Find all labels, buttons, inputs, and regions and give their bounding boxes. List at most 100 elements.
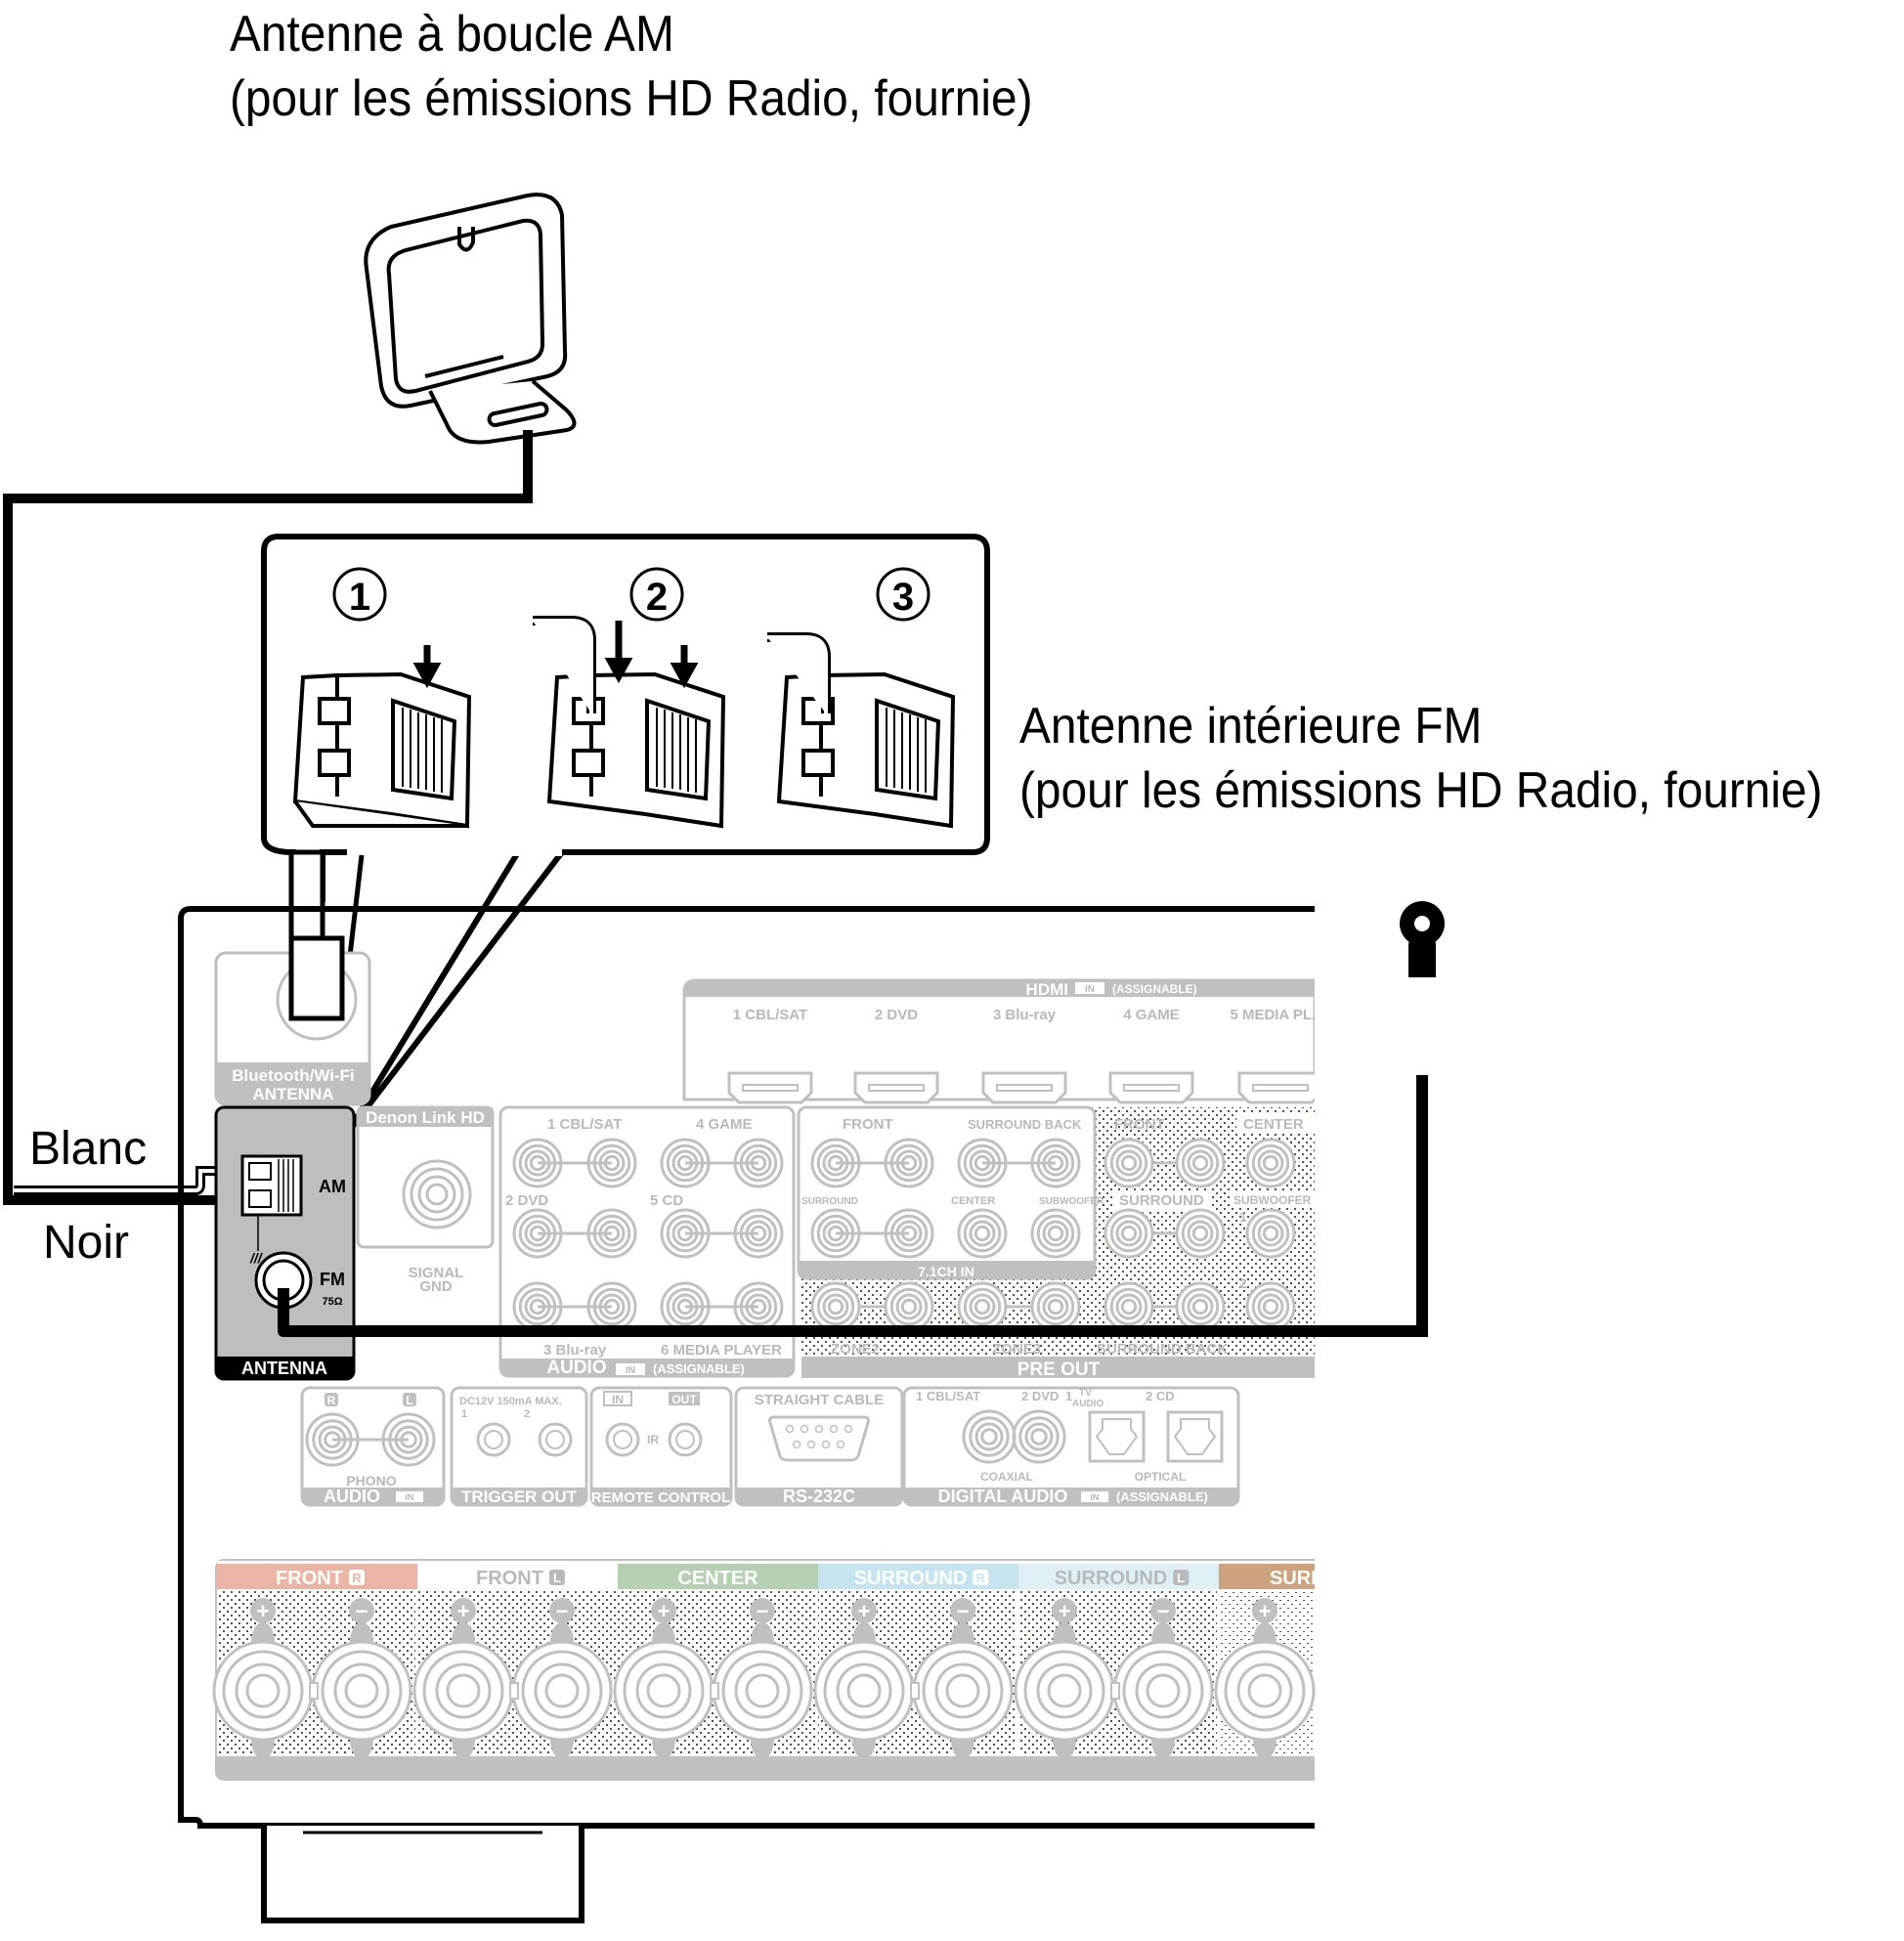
pre-out-label-zone2: ZONE2 [831,1341,880,1358]
speaker-positive-terminal[interactable]: + [1014,1598,1115,1759]
hdmi-port[interactable] [727,1071,813,1104]
phono-label: PHONO [346,1473,396,1488]
bt-wifi-label-1: Bluetooth/Wi-Fi [232,1066,354,1085]
speaker-positive-terminal[interactable]: + [1214,1598,1316,1759]
digital-opt-label-tv: TV [1079,1388,1092,1399]
hdmi-port[interactable] [981,1071,1067,1104]
fm-impedance-label: 75Ω [322,1296,342,1308]
ch71-surround-back-r[interactable] [957,1138,1008,1188]
coaxial-jack-1[interactable] [962,1409,1017,1464]
ch71-front-r[interactable] [810,1138,861,1188]
optical-port-2[interactable] [1166,1410,1224,1463]
preout-front-r[interactable] [1103,1138,1154,1188]
phono-l-label: L [406,1394,412,1407]
speaker-negative-terminal[interactable]: − [1112,1598,1214,1759]
step-1-number: 1 [349,576,370,619]
antenna-panel-title: ANTENNA [241,1359,327,1378]
hdmi-port[interactable] [1108,1071,1194,1104]
preout-subwoofer-2[interactable] [1245,1281,1296,1332]
speaker-negative-terminal[interactable]: − [912,1598,1014,1759]
ch71-surround-r[interactable] [810,1208,861,1259]
preout-subwoofer-1[interactable] [1245,1208,1296,1259]
coaxial-jack-2[interactable] [1012,1409,1066,1464]
trigger-out-2-label: 2 [524,1408,530,1420]
am-white-wire [14,1166,249,1195]
remote-ir-label: IR [647,1433,659,1446]
preout-surround-l[interactable] [1175,1208,1226,1259]
hdmi-title: HDMI [1026,980,1068,999]
am-antenna-cable [3,430,533,1205]
svg-text:−: − [356,1599,368,1623]
pre-out-label-center: CENTER [1243,1116,1304,1133]
7-1ch-label-subwoofer: SUBWOOFER [1039,1196,1104,1207]
rs232c-port[interactable] [768,1415,870,1462]
ch71-center[interactable] [957,1208,1008,1259]
fm-antenna-caption: Antenne intérieure FM (pour les émission… [1019,694,1823,823]
am-antenna-subtitle: (pour les émissions HD Radio, fournie) [230,70,1033,127]
terminal-step-3-icon [767,632,956,829]
ch71-surround-back-l[interactable] [1030,1138,1081,1188]
ch71-subwoofer[interactable] [1030,1208,1081,1259]
speaker-negative-terminal[interactable]: − [511,1598,613,1759]
7-1ch-in-section: 7.1CH IN FRONT SURROUND BACK SURROUND CE… [797,1105,1104,1280]
audio-in-jack-row1b-l[interactable] [733,1138,784,1188]
preout-zone2-r[interactable] [810,1281,861,1332]
digital-opt-label-audio: AUDIO [1072,1399,1103,1409]
audio-in-jack-row2a-r[interactable] [512,1208,563,1259]
hdmi-port[interactable] [1237,1071,1323,1104]
preout-zone2-l[interactable] [884,1281,934,1332]
terminal-step-1-icon [292,645,472,829]
hdmi-input-label: 4 GAME [1123,1007,1180,1023]
preout-front-l[interactable] [1175,1138,1226,1188]
audio-in-jack-row1a-r[interactable] [512,1138,563,1188]
remote-in-label: IN [612,1393,624,1406]
receiver-foot [261,1826,584,1923]
trigger-out-1-jack[interactable] [476,1422,511,1457]
phono-jack-r[interactable] [305,1412,360,1467]
speaker-terminal-pair: SURROUN+ [1214,1564,1368,1759]
speaker-positive-terminal[interactable]: + [212,1598,314,1759]
hdmi-in-badge: IN [1085,984,1095,995]
ch71-surround-l[interactable] [884,1208,934,1259]
svg-text:−: − [1157,1599,1170,1623]
remote-in-jack[interactable] [605,1422,640,1457]
trigger-out-spec: DC12V 150mA MAX. [459,1396,562,1407]
phono-jack-l[interactable] [381,1412,436,1467]
preout-center[interactable] [1245,1138,1296,1188]
audio-in-jack-row1b-r[interactable] [660,1138,711,1188]
audio-in-jack-row2a-l[interactable] [586,1208,637,1259]
signal-gnd-label-2: GND [419,1278,453,1295]
digital-optical-label: OPTICAL [1135,1470,1187,1484]
remote-out-jack[interactable] [668,1422,703,1457]
speaker-positive-terminal[interactable]: + [813,1598,915,1759]
audio-in-jack-row1a-l[interactable] [586,1138,637,1188]
audio-in-note: (ASSIGNABLE) [653,1361,745,1376]
hdmi-port[interactable] [853,1071,939,1104]
speaker-positive-terminal[interactable]: + [613,1598,714,1759]
svg-text:−: − [556,1599,569,1623]
preout-surround-r[interactable] [1103,1208,1154,1259]
speaker-positive-terminal[interactable]: + [412,1598,514,1759]
fm-antenna-title: Antenne intérieure FM [1019,698,1483,755]
audio-in-jack-row2b-r[interactable] [660,1208,711,1259]
rs232c-note: STRAIGHT CABLE [755,1392,885,1408]
hdmi-input-label: 3 Blu-ray [993,1007,1057,1023]
audio-in-jack-row2b-l[interactable] [733,1208,784,1259]
preout-surround-back-r[interactable] [1103,1281,1154,1332]
step-3-number: 3 [892,576,914,619]
trigger-out-2-jack[interactable] [538,1422,573,1457]
svg-text:+: + [1259,1599,1272,1623]
terminal-step-2-icon [533,616,726,829]
ch71-front-l[interactable] [884,1138,934,1188]
speaker-negative-terminal[interactable]: − [712,1598,813,1759]
optical-port-1[interactable] [1088,1410,1146,1463]
digital-coax-label-1: 1 CBL/SAT [916,1389,980,1403]
audio-in-section: AUDIO IN (ASSIGNABLE) 1 CBL/SAT 4 GAME 2… [498,1105,796,1378]
preout-zone3-r[interactable] [957,1281,1008,1332]
preout-surround-back-l[interactable] [1175,1281,1226,1332]
pre-out-label-front: FRONT [1114,1116,1165,1133]
preout-zone3-l[interactable] [1030,1281,1081,1332]
